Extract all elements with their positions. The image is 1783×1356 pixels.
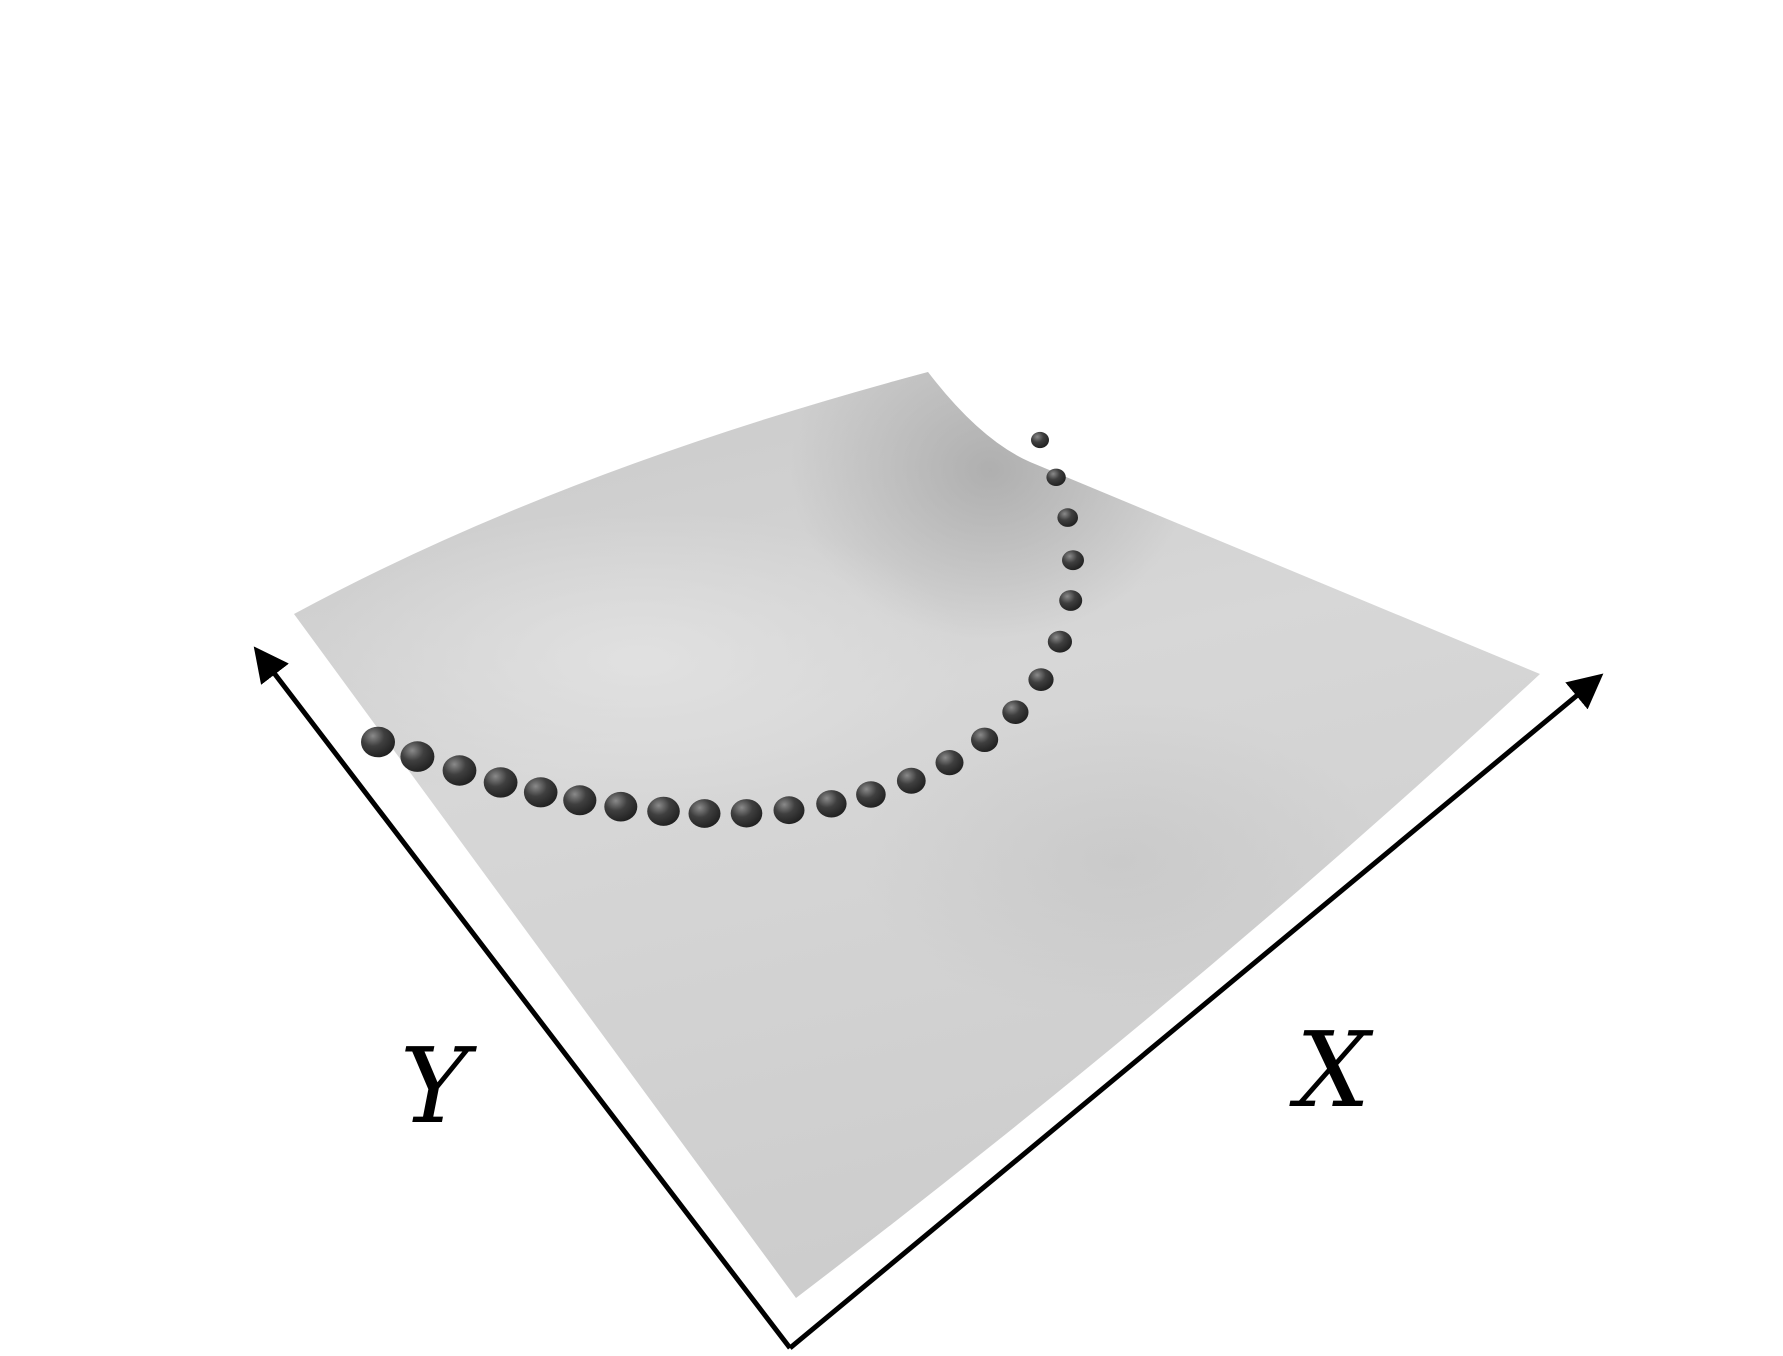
curved-surface	[294, 372, 1540, 1298]
trajectory-point	[730, 799, 763, 828]
trajectory-point	[483, 767, 518, 798]
trajectory-point	[688, 799, 721, 828]
trajectory-point	[361, 726, 395, 758]
trajectory-point	[1059, 590, 1083, 611]
trajectory-point	[856, 781, 886, 808]
y-axis-arrow	[253, 646, 792, 1350]
trajectory-point	[604, 791, 638, 822]
trajectory-points	[361, 431, 1084, 828]
trajectory-point	[1028, 668, 1054, 691]
trajectory-point	[563, 785, 597, 816]
trajectory-point	[1002, 700, 1029, 724]
x-axis-arrow	[788, 673, 1604, 1350]
trajectory-point	[773, 796, 805, 825]
trajectory-point	[816, 790, 847, 818]
trajectory-point	[935, 750, 964, 776]
trajectory-point	[1057, 508, 1078, 527]
trajectory-point	[442, 755, 477, 786]
y-axis-label: Y	[400, 1025, 477, 1147]
trajectory-point	[1046, 468, 1066, 486]
trajectory-point	[523, 777, 558, 808]
trajectory-point	[1031, 431, 1049, 449]
trajectory-point	[647, 796, 680, 826]
trajectory-point	[1047, 630, 1072, 653]
trajectory-point	[896, 767, 926, 794]
y-axis: Y	[253, 646, 792, 1350]
trajectory-point	[1062, 550, 1084, 571]
x-axis: X	[788, 673, 1604, 1350]
trajectory-point	[971, 727, 999, 752]
trajectory-point	[400, 741, 435, 772]
x-axis-label: X	[1289, 1009, 1374, 1131]
